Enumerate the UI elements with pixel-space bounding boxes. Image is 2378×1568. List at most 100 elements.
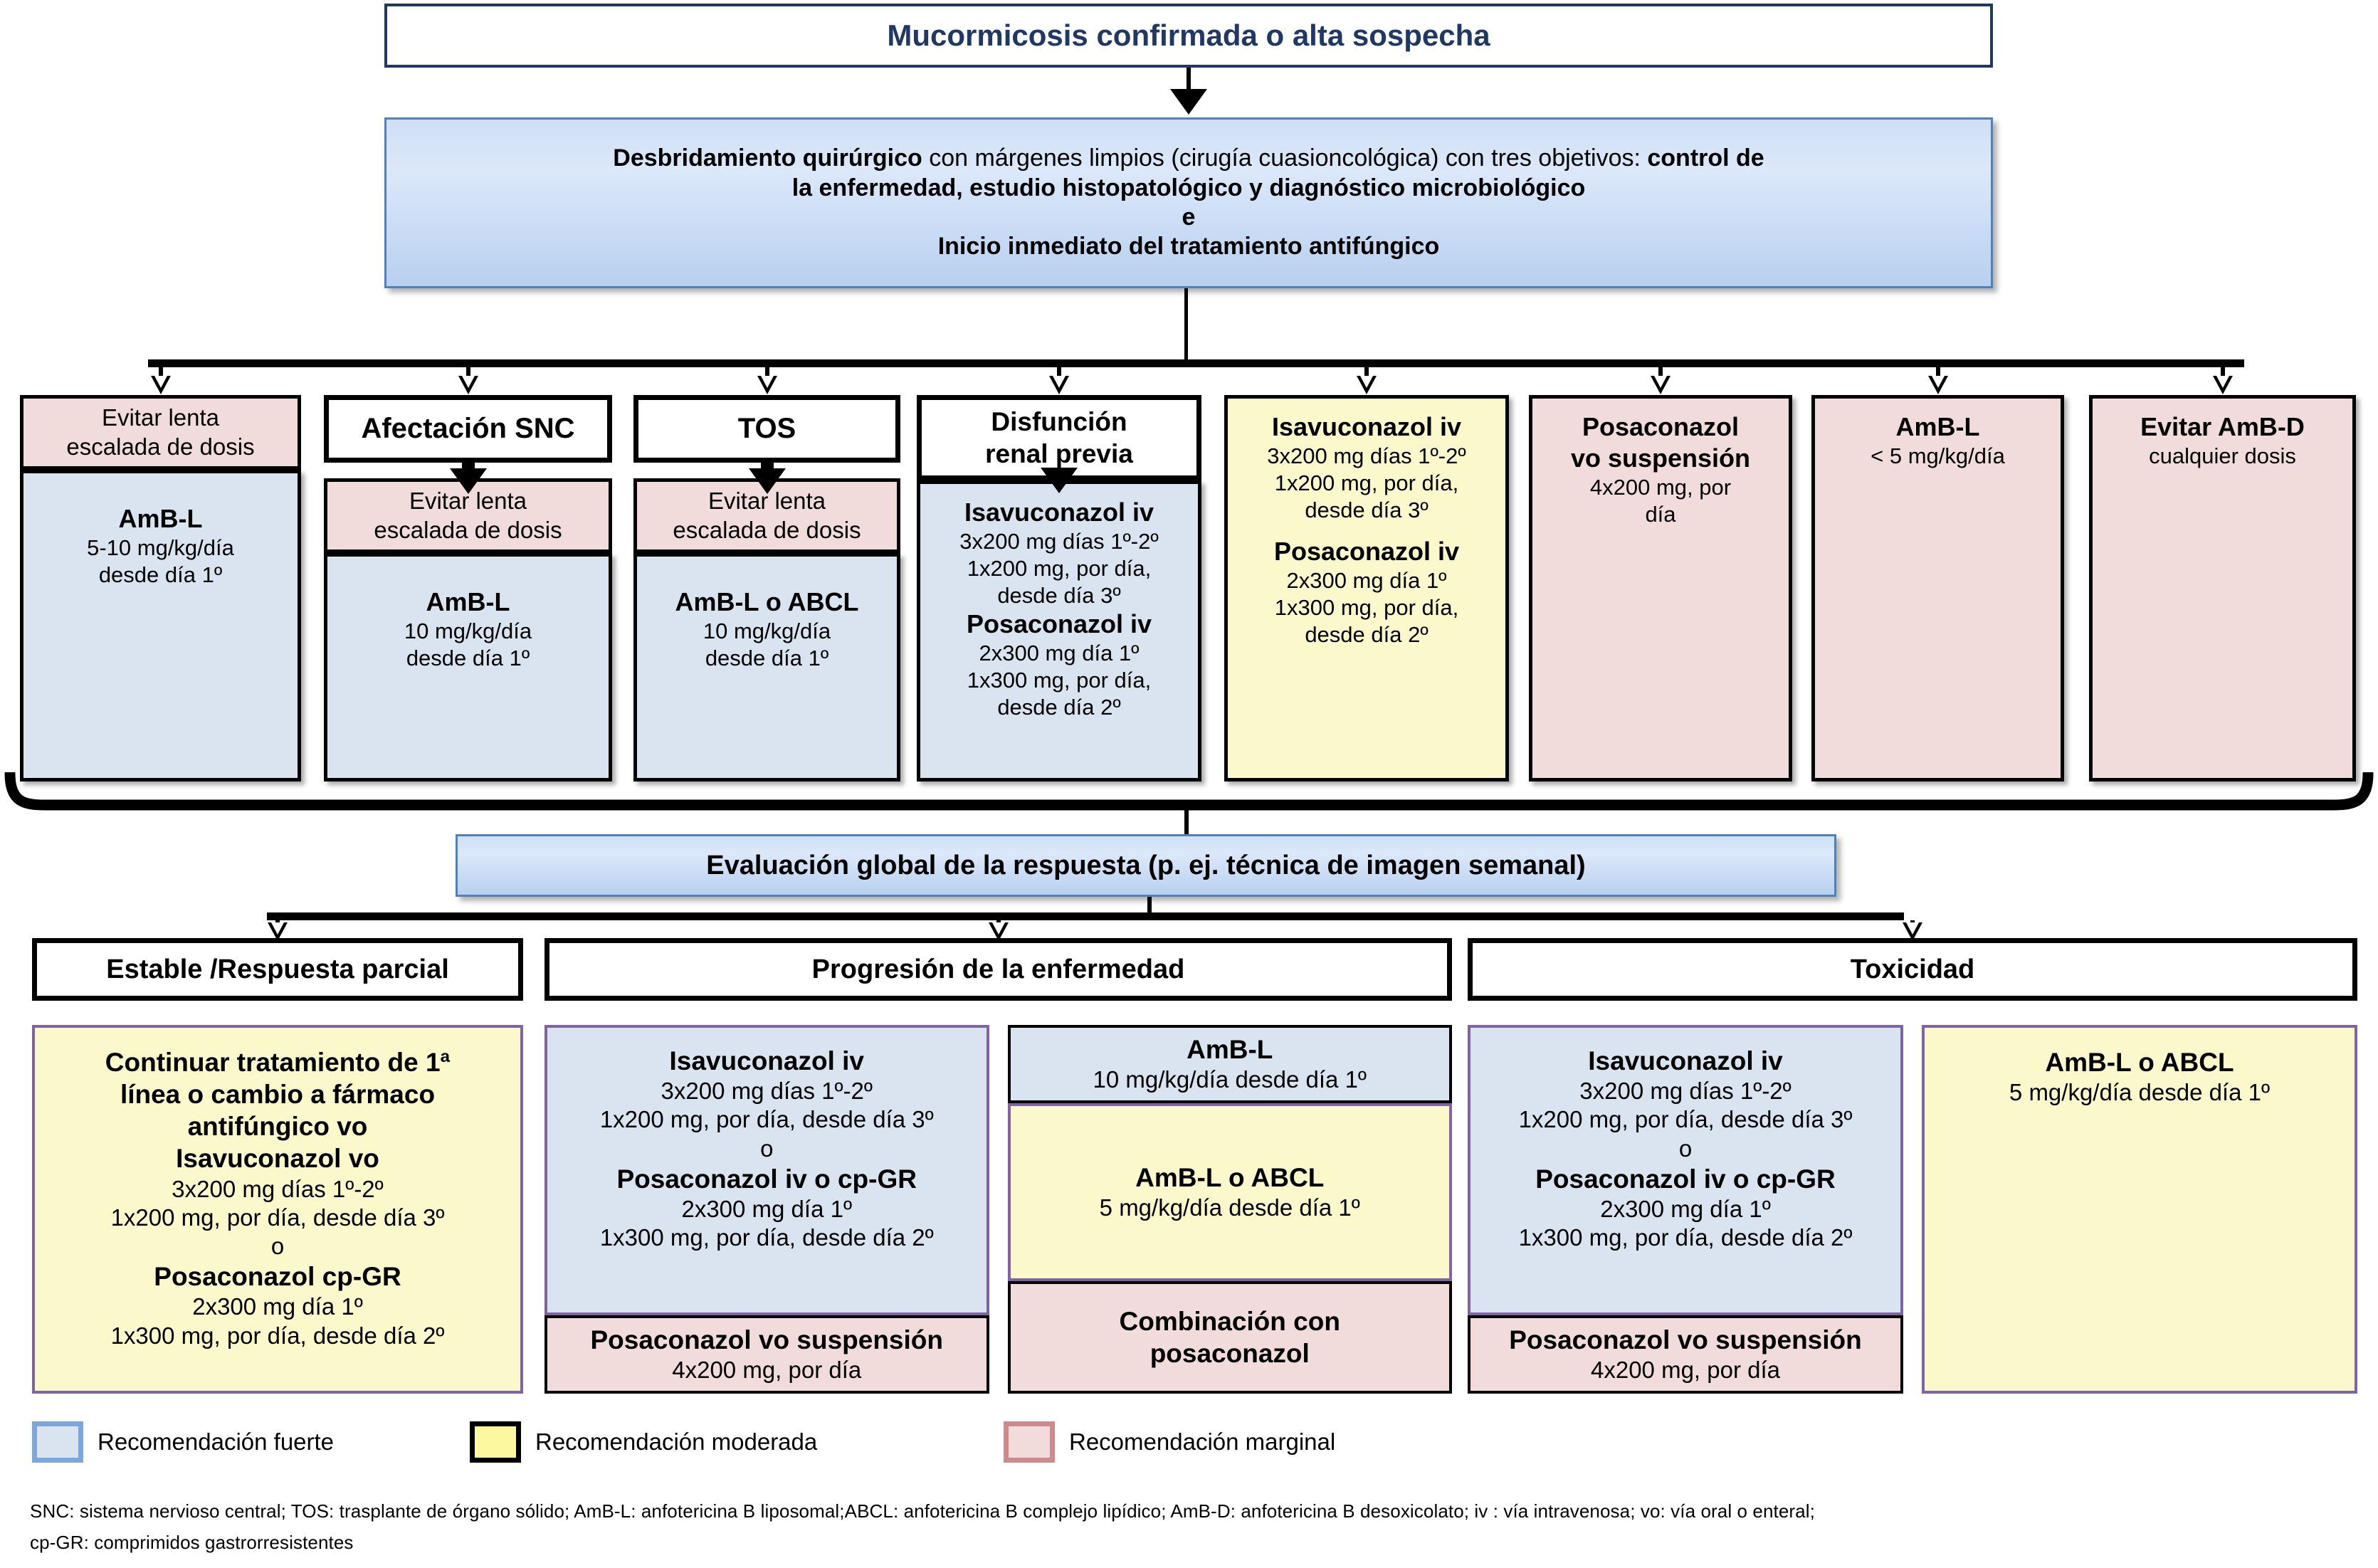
connector-surgery-bus [1184, 288, 1188, 363]
body-line: 2x300 mg día 1º [979, 641, 1140, 666]
panel-line: Posaconazol iv o cp-GR [1535, 1164, 1836, 1194]
legend-swatch-0 [32, 1421, 83, 1463]
panel-line: 1x200 mg, por día, desde día 3º [599, 1106, 934, 1133]
panel-line: Posaconazol cp-GR [154, 1262, 401, 1292]
panel-line: 3x200 mg días 1º-2º [661, 1078, 873, 1105]
body-line: < 5 mg/kg/día [1871, 443, 2005, 468]
body-line: desde día 1º [406, 645, 530, 670]
outcome-header-outcome-estable: Estable /Respuesta parcial [32, 938, 523, 1001]
body-line: desde día 3º [1305, 497, 1429, 522]
footnote-line2: cp-GR: comprimidos gastrorresistentes [30, 1532, 354, 1553]
header-box-col-renal: Disfunción renal previa [917, 395, 1201, 480]
surgery-line4: Inicio inmediato del tratamiento antifún… [937, 233, 1440, 261]
body-line: 10 mg/kg/día [703, 618, 831, 643]
panel-line: 4x200 mg, por día [1591, 1357, 1780, 1384]
body-line: Posaconazol iv [1273, 537, 1460, 567]
header-label: Afectación SNC [361, 413, 575, 444]
surgery-line2: la enfermedad, estudio histopatológico y… [791, 174, 1586, 201]
header-line: Disfunción [991, 406, 1127, 436]
connector-bus-col-1 [465, 367, 470, 383]
header-box-col-tos: TOS [633, 395, 900, 463]
body-line: 1x200 mg, por día, [967, 555, 1152, 581]
outcome-header-label: Estable /Respuesta parcial [106, 954, 449, 984]
panel-line: Combinación con [1119, 1306, 1340, 1336]
body-line: 1x200 mg, por día, [1274, 470, 1459, 495]
panel-line: 1x200 mg, por día, desde día 3º [1518, 1106, 1853, 1133]
outcome-header-label: Progresión de la enfermedad [811, 954, 1185, 984]
body-line: 1x300 mg, por día, [967, 668, 1152, 693]
body-box-col-ambl-low: AmB-L< 5 mg/kg/día [1811, 395, 2064, 782]
header-line: renal previa [985, 439, 1133, 468]
body-line: desde día 3º [997, 582, 1121, 608]
panel-line: o [1678, 1135, 1693, 1162]
panel-line: 1x300 mg, por día, desde día 2º [599, 1224, 934, 1251]
panel-line: Continuar tratamiento de 1ª [105, 1048, 451, 1077]
body-line: AmB-L [426, 587, 510, 616]
body-line: 10 mg/kg/día [404, 618, 532, 643]
body-line: desde día 1º [705, 645, 829, 670]
panel-line: o [760, 1135, 774, 1162]
panel-line: 2x300 mg día 1º [1600, 1196, 1771, 1222]
panel-line: Posaconazol vo suspensión [1509, 1325, 1862, 1355]
panel-line: 3x200 mg días 1º-2º [172, 1175, 384, 1202]
body-line: AmB-L o ABCL [675, 587, 859, 616]
panel-line: 3x200 mg días 1º-2º [1579, 1078, 1792, 1105]
arrow-down-inner-icon [271, 922, 284, 935]
surgery-box: Desbridamiento quirúrgico con márgenes l… [384, 117, 1993, 288]
legend-swatch-1 [470, 1421, 521, 1463]
panel-line: AmB-L [1187, 1035, 1273, 1065]
panel-line: AmB-L o ABCL [2045, 1048, 2234, 1077]
legend-swatch-2 [1004, 1421, 1055, 1463]
body-line: desde día 2º [1305, 621, 1429, 647]
panel-line: 2x300 mg día 1º [192, 1293, 363, 1320]
arrow-solid-down-icon [1041, 468, 1078, 493]
panel-line: 4x200 mg, por día [672, 1357, 862, 1384]
arrow-down-inner-icon [154, 376, 167, 388]
outcome-header-outcome-progresion: Progresión de la enfermedad [544, 938, 1452, 1001]
panel-line: 10 mg/kg/día desde día 1º [1093, 1066, 1367, 1093]
body-line: 2x300 mg día 1º [1286, 568, 1447, 594]
body-line: Evitar AmB-D [2140, 412, 2305, 441]
pink-note-line: escalada de dosis [673, 516, 861, 543]
arrow-down-inner-icon [1053, 376, 1066, 388]
outcome-bus [267, 912, 1904, 920]
arrow-down-inner-icon [461, 376, 475, 388]
body-line: día [1645, 501, 1676, 527]
arrow-down-inner-icon [760, 376, 774, 388]
connector-bus-col-3 [1057, 367, 1061, 383]
panel-line: 5 mg/kg/día desde día 1º [2009, 1079, 2271, 1106]
arrow-solid-down-icon [748, 468, 786, 494]
arrow-down-inner-icon [1931, 376, 1945, 388]
connector-eval-bus [1147, 897, 1152, 918]
panel-line: AmB-L o ABCL [1135, 1163, 1325, 1193]
header-box-col-snc: Afectación SNC [324, 395, 612, 463]
pink-note-line: escalada de dosis [66, 433, 255, 460]
body-line: Isavuconazol iv [964, 498, 1154, 527]
pink-note-line: Evitar lenta [101, 404, 220, 431]
panel-line: 1x300 mg, por día, desde día 2º [1518, 1224, 1853, 1251]
connector-bus-col-6 [1935, 367, 1940, 383]
evaluation-box: Evaluación global de la respuesta (p. ej… [456, 834, 1836, 897]
legend-label-2: Recomendación marginal [1069, 1428, 1336, 1455]
panel-line: o [270, 1233, 285, 1259]
arrow-down-inner-icon [1654, 376, 1667, 388]
title-text: Mucormicosis confirmada o alta sospecha [887, 19, 1490, 52]
connector-brace-eval [1184, 801, 1189, 838]
panel-line: Posaconazol vo suspensión [590, 1325, 943, 1355]
evaluation-text: Evaluación global de la respuesta (p. ej… [706, 850, 1586, 880]
connector-title-surgery [1187, 68, 1191, 95]
body-line: 3x200 mg días 1º-2º [959, 528, 1159, 554]
